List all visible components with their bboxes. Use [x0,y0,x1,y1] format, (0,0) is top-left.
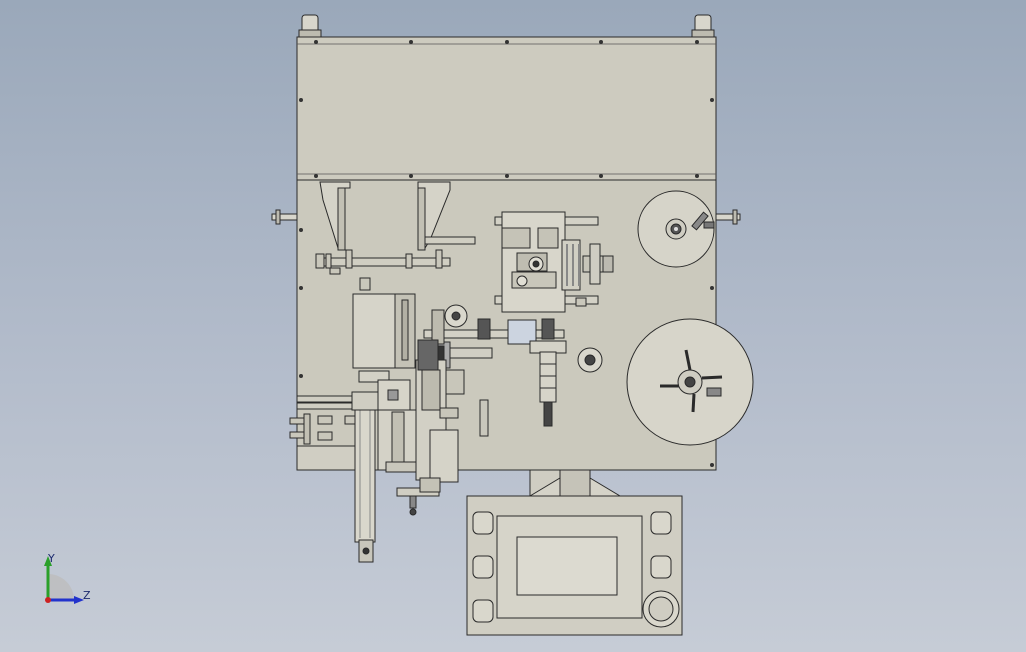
y-axis-label: Y [48,552,55,565]
left-side-handle [271,209,298,225]
left-mounting-block [352,293,416,369]
left-frame-rail [296,395,358,403]
x-axis-dot [45,597,51,603]
panel-display-screen [516,536,618,596]
upper-label-reel [637,190,715,268]
panel-button-top-right[interactable] [650,511,672,535]
z-axis-label: Z [83,589,91,602]
left-frame-fittings [289,413,358,445]
middle-chute [417,181,451,251]
top-left-knob [298,14,322,38]
upper-cover-panel [296,36,717,181]
coordinate-triad [44,556,84,604]
right-side-handle [715,209,741,225]
sensor-bracket [479,399,489,437]
panel-emergency-stop[interactable] [642,590,680,628]
panel-button-mid-left[interactable] [472,555,494,579]
guide-roller-2 [577,347,603,373]
panel-button-bottom-left[interactable] [472,599,494,623]
top-right-knob [691,14,715,38]
vertical-cylinder [539,351,557,427]
center-slide-unit [494,211,614,313]
gripper-assembly [377,339,465,516]
chute-crossbar [319,257,451,267]
left-chute [319,181,351,251]
chute-fittings [315,249,443,291]
lower-label-reel [626,318,754,446]
panel-button-mid-right[interactable] [650,555,672,579]
guide-roller-1 [444,304,468,328]
panel-button-top-left[interactable] [472,511,494,535]
long-air-cylinder [351,370,390,563]
